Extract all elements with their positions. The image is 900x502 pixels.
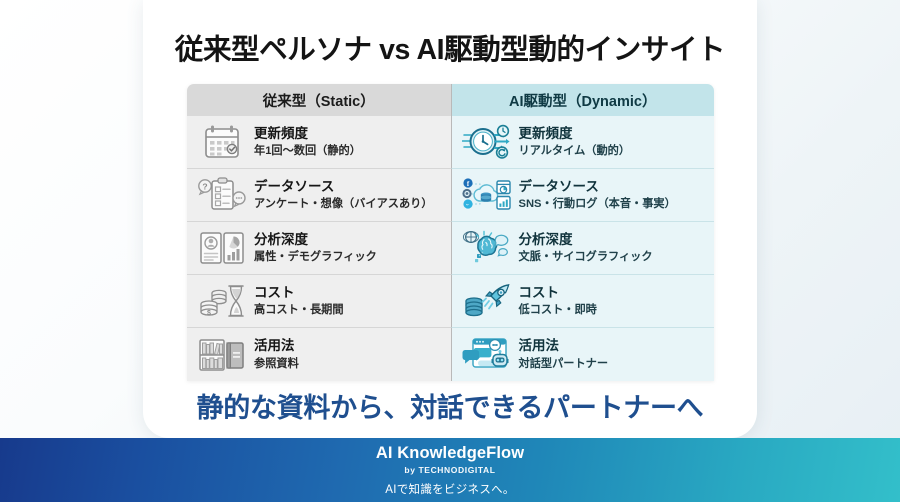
row-detail: 属性・デモグラフィック: [254, 251, 377, 264]
table-row: 活用法 参照資料: [187, 328, 714, 381]
table-body: 更新頻度 年1回〜数回（静的）: [187, 116, 714, 381]
svg-text:f: f: [466, 180, 469, 188]
row-detail: アンケート・想像（バイアスあり）: [254, 198, 433, 211]
cell-static-update-frequency: 更新頻度 年1回〜数回（静的）: [187, 116, 451, 169]
cell-text: データソース アンケート・想像（バイアスあり）: [254, 179, 433, 212]
column-header-dynamic-label: AI駆動型（Dynamic）: [509, 93, 657, 110]
table-row: ?: [187, 169, 714, 222]
column-header-static-label: 従来型（Static）: [262, 93, 375, 110]
row-detail: 年1回〜数回（静的）: [254, 145, 361, 158]
column-header-dynamic: AI駆動型（Dynamic）: [450, 84, 714, 116]
cell-text: 分析深度 属性・デモグラフィック: [254, 232, 377, 265]
coins-hourglass-icon: $: [196, 280, 248, 322]
column-header-static: 従来型（Static）: [187, 84, 451, 116]
row-label: コスト: [254, 284, 295, 300]
cloud-data-icon: f: [461, 174, 513, 216]
row-detail: 高コスト・長期間: [254, 304, 344, 317]
row-label: 分析深度: [518, 231, 573, 247]
cell-text: コスト 高コスト・長期間: [254, 285, 344, 318]
profile-chart-icon: [196, 227, 248, 269]
row-detail: SNS・行動ログ（本音・事実）: [518, 198, 676, 211]
coins-rocket-icon: [461, 280, 513, 322]
svg-text:?: ?: [202, 181, 207, 191]
footer-bar: AI KnowledgeFlow by TECHNODIGITAL AIで知識を…: [0, 438, 900, 502]
chatbot-icon: [461, 334, 513, 376]
row-label: コスト: [518, 284, 560, 300]
row-detail: 参照資料: [254, 357, 299, 370]
cell-dynamic-update-frequency: 更新頻度 リアルタイム（動的）: [450, 116, 714, 169]
row-detail: リアルタイム（動的）: [518, 145, 631, 158]
row-label: 活用法: [518, 338, 560, 354]
cell-text: コスト 低コスト・即時: [519, 285, 597, 318]
cell-text: 更新頻度 年1回〜数回（静的）: [254, 126, 361, 159]
cell-dynamic-cost: コスト 低コスト・即時: [450, 275, 714, 328]
row-label: 活用法: [254, 338, 295, 354]
cell-text: データソース SNS・行動ログ（本音・事実）: [519, 179, 676, 212]
brain-ai-icon: [461, 227, 513, 269]
cell-text: 分析深度 文脈・サイコグラフィック: [519, 232, 653, 265]
clock-sync-icon: [461, 121, 513, 163]
row-label: データソース: [518, 178, 599, 194]
svg-text:$: $: [207, 310, 211, 317]
row-detail: 対話型パートナー: [518, 357, 609, 370]
slide-tagline: 静的な資料から、対話できるパートナーへ: [196, 393, 704, 423]
row-detail: 低コスト・即時: [518, 304, 597, 317]
table-header-row: 従来型（Static） AI駆動型（Dynamic）: [187, 84, 714, 116]
row-label: データソース: [254, 178, 335, 194]
row-label: 更新頻度: [518, 125, 573, 141]
cell-text: 活用法 対話型パートナー: [519, 338, 609, 371]
table-row: 更新頻度 年1回〜数回（静的）: [187, 116, 714, 169]
cell-text: 更新頻度 リアルタイム（動的）: [519, 126, 631, 159]
row-detail: 文脈・サイコグラフィック: [518, 251, 653, 264]
cell-static-usage: 活用法 参照資料: [187, 328, 451, 381]
row-label: 分析深度: [254, 231, 308, 247]
calendar-icon: [196, 121, 248, 163]
cell-dynamic-analysis-depth: 分析深度 文脈・サイコグラフィック: [450, 222, 714, 275]
page-title: 従来型ペルソナ vs AI駆動型動的インサイト: [174, 34, 726, 66]
cell-static-cost: $ コスト 高コスト・長期間: [187, 275, 451, 328]
footer-tagline: AIで知識をビジネスへ。: [385, 483, 515, 496]
footer-byline: by TECHNODIGITAL: [404, 464, 496, 475]
comparison-table: 従来型（Static） AI駆動型（Dynamic）: [187, 84, 714, 381]
slide-card: 従来型ペルソナ vs AI駆動型動的インサイト 従来型（Static） AI駆動…: [143, 0, 757, 438]
cell-static-analysis-depth: 分析深度 属性・デモグラフィック: [187, 222, 451, 275]
table-row: 分析深度 属性・デモグラフィック: [187, 222, 714, 275]
cell-dynamic-data-source: f: [450, 169, 714, 222]
cell-dynamic-usage: 活用法 対話型パートナー: [450, 328, 714, 381]
table-row: $ コスト 高コスト・長期間: [187, 275, 714, 328]
cell-text: 活用法 参照資料: [254, 338, 299, 371]
cell-static-data-source: ?: [187, 169, 451, 222]
footer-brand: AI KnowledgeFlow: [375, 443, 525, 462]
row-label: 更新頻度: [254, 125, 308, 141]
bookshelf-icon: [196, 334, 248, 376]
survey-clipboard-icon: ?: [196, 174, 248, 216]
